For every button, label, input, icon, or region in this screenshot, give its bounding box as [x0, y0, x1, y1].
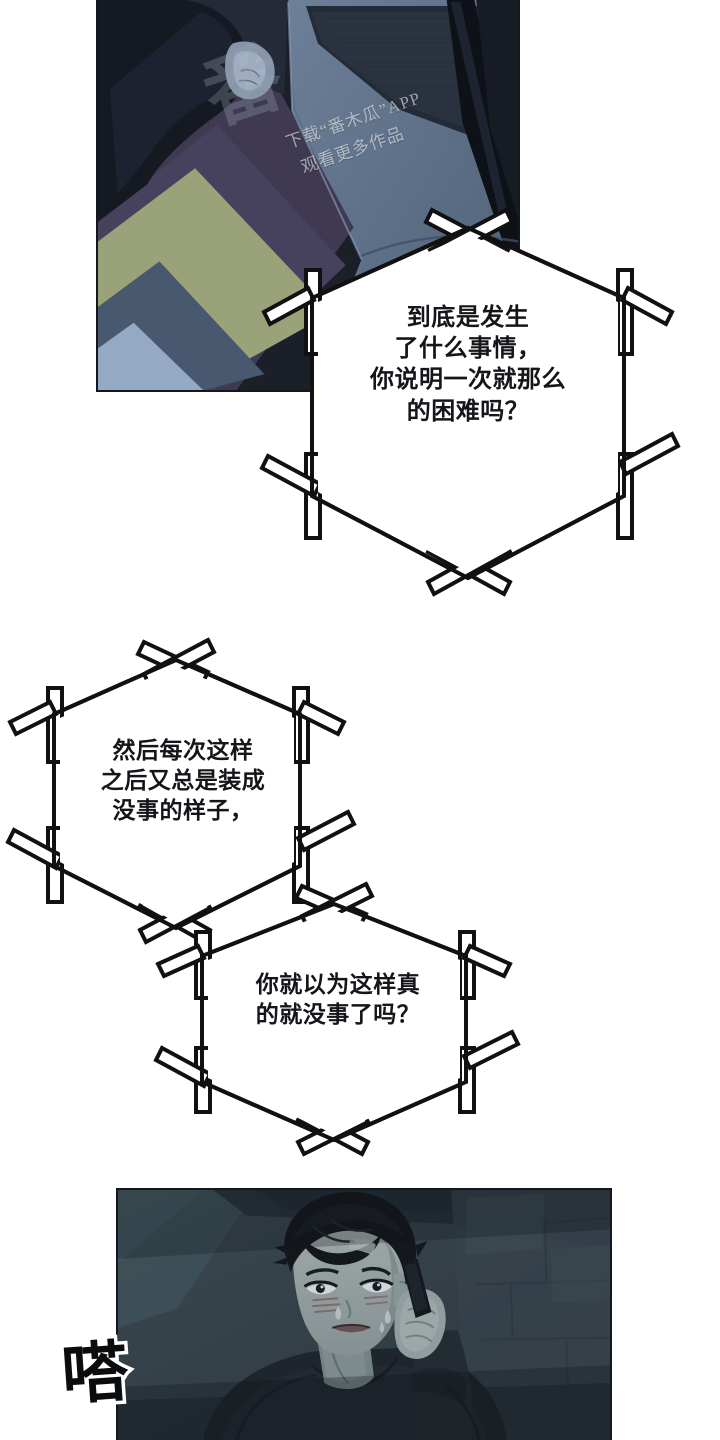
speech-bubble-1-text: 到底是发生 了什么事情， 你说明一次就那么 的困难吗？ — [370, 304, 566, 425]
panel-man-on-phone — [116, 1188, 612, 1440]
speech-bubble-3: 你就以为这样真 的就没事了吗？ — [153, 881, 521, 1160]
speech-bubble-2: 然后每次这样 之后又总是装成 没事的样子， — [5, 637, 357, 956]
speech-bubble-3-text: 你就以为这样真 的就没事了吗？ — [255, 971, 421, 1027]
speech-bubble-2-text: 然后每次这样 之后又总是装成 没事的样子， — [100, 737, 266, 823]
sound-effect-tick: 嗒 — [56, 1330, 134, 1415]
panel-bottom-artwork — [118, 1190, 610, 1440]
speech-bubble-1: 到底是发生 了什么事情， 你说明一次就那么 的困难吗？ — [259, 206, 681, 606]
